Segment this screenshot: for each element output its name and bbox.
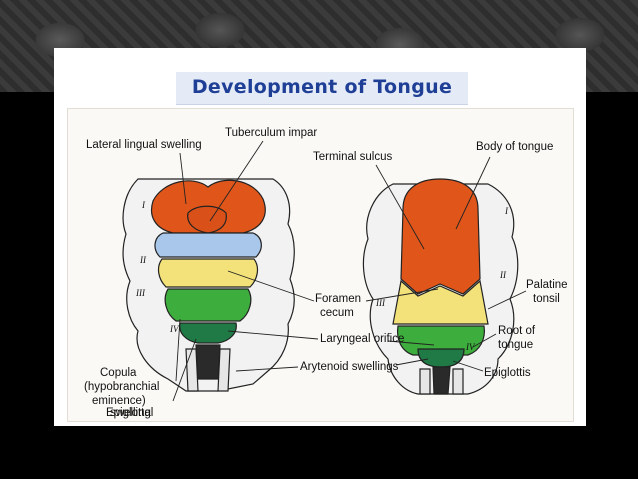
arch-numeral-left-i: I (142, 200, 145, 210)
label-tongue: tongue (498, 339, 534, 351)
label-cecum: cecum (320, 307, 354, 319)
label-copula-line3: eminence) (92, 395, 146, 407)
second-arch-blue (154, 232, 262, 258)
label-copula-line2: (hypobranchial (84, 381, 160, 393)
label-lateral-lingual-swelling: Lateral lingual swelling (86, 139, 202, 151)
arch-numeral-right-ii: II (500, 270, 506, 280)
root-of-tongue-green (396, 325, 485, 356)
epiglottal-swelling (179, 322, 237, 344)
arch-numeral-right-iv: IV (466, 342, 475, 352)
arch-numeral-left-ii: II (140, 255, 146, 265)
laryngeal-orifice (195, 344, 221, 380)
label-body-of-tongue: Body of tongue (476, 141, 554, 153)
label-epiglottis: Epiglottis (484, 367, 531, 379)
label-arytenoid-swellings: Arytenoid swellings (300, 361, 399, 373)
arch-numeral-right-iii: III (376, 298, 385, 308)
leader-epiglottal (172, 338, 197, 402)
right-trachea-left (419, 368, 431, 395)
leader-laryngeal-left (227, 330, 319, 340)
right-trachea-right (452, 368, 464, 395)
leader-foramen-right (365, 288, 439, 302)
leader-arytenoid-right (395, 358, 429, 366)
adult-tongue-figure (362, 178, 519, 395)
leader-root-of-tongue (472, 333, 497, 348)
third-arch-yellow (157, 258, 259, 288)
label-terminal-sulcus: Terminal sulcus (313, 151, 393, 163)
label-laryngeal-orifice: Laryngeal orifice (320, 333, 405, 345)
leader-arytenoid-left (235, 366, 299, 372)
copula-green (164, 288, 252, 322)
slide: Development of Tongue (54, 48, 586, 426)
trachea-left (185, 348, 199, 392)
leader-body-of-tongue (455, 156, 491, 230)
tongue-development-figure (122, 140, 527, 402)
label-copula-line1: Copula (100, 367, 137, 379)
title-box: Development of Tongue (176, 72, 468, 105)
arch-numeral-left-iv: IV (170, 324, 179, 334)
arch-numeral-left-iii: III (136, 288, 145, 298)
label-tonsil: tonsil (533, 293, 560, 305)
leader-tuberculum (209, 140, 264, 222)
tuberculum-impar (187, 205, 227, 234)
leader-foramen-left (227, 270, 315, 302)
leader-copula (175, 318, 181, 382)
root-of-tongue-yellow (392, 279, 489, 325)
embryonic-tongue-figure (122, 178, 295, 392)
leader-epiglottis (452, 360, 484, 372)
label-foramen: Foramen (315, 293, 362, 305)
slide-title: Development of Tongue (191, 76, 453, 98)
leader-laryngeal-right (387, 340, 435, 346)
label-epiglottal-line2: swelling (110, 407, 151, 419)
label-tuberculum-impar: Tuberculum impar (225, 127, 318, 139)
trachea-right (217, 348, 231, 392)
label-palatine: Palatine (526, 279, 568, 291)
leader-palatine-tonsil (487, 290, 527, 310)
diagram-panel: I II III IV I II III IV Lateral lingual … (67, 108, 574, 422)
leader-lateral-lingual (179, 152, 187, 205)
leader-terminal-sulcus (375, 164, 425, 250)
body-of-tongue (400, 178, 481, 295)
label-root-of: Root of (498, 325, 536, 337)
label-epiglottal-line1: Epiglottal (106, 407, 154, 419)
leader-lines (172, 140, 527, 402)
right-laryngeal-opening (432, 366, 451, 395)
arch-numeral-right-i: I (505, 206, 508, 216)
